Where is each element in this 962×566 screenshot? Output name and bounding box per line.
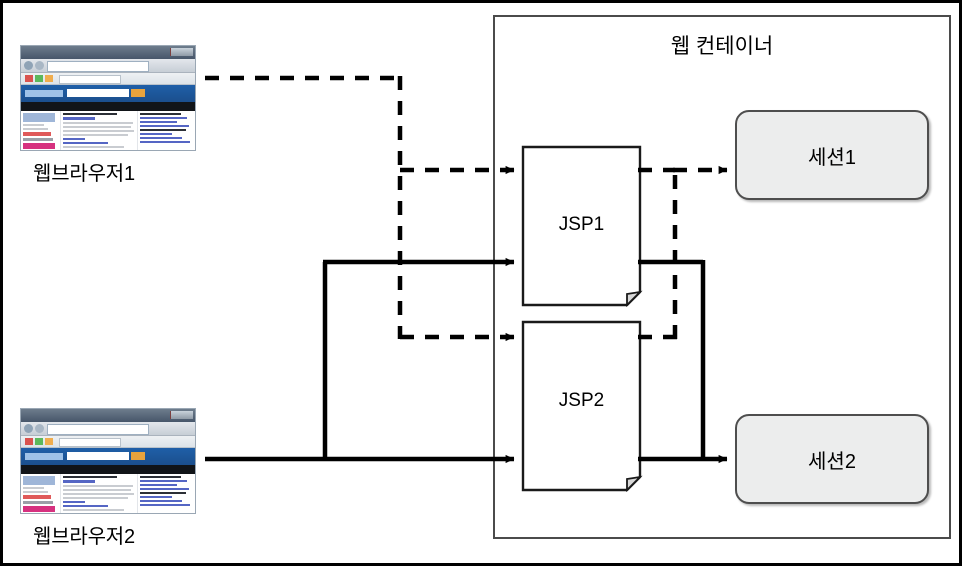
page-center-column bbox=[61, 474, 137, 513]
site-search-box bbox=[67, 452, 129, 460]
browser-url-bar bbox=[47, 61, 149, 72]
page-center-column bbox=[61, 111, 137, 150]
browser-navbar bbox=[21, 422, 195, 436]
site-logo bbox=[25, 453, 63, 460]
page-content bbox=[21, 111, 195, 150]
browser-titlebar bbox=[21, 409, 195, 422]
page-right-column bbox=[137, 111, 195, 150]
site-banner bbox=[21, 85, 195, 102]
bookmark-icon bbox=[59, 438, 121, 447]
site-search-button bbox=[131, 452, 145, 460]
browser-bookmarks-bar bbox=[21, 73, 195, 85]
bookmark-icon bbox=[25, 438, 33, 445]
site-nav-strip bbox=[21, 102, 195, 111]
site-search-box bbox=[67, 89, 129, 97]
session-label-2: 세션2 bbox=[808, 450, 856, 473]
bookmark-icon bbox=[25, 75, 33, 82]
jsp2-fold-corner bbox=[626, 475, 643, 493]
bookmark-icon bbox=[59, 75, 121, 84]
bookmark-icon bbox=[45, 75, 53, 82]
site-logo bbox=[25, 90, 63, 97]
bookmark-icon bbox=[45, 438, 53, 445]
browser-caption-1: 웹브라우저1 bbox=[33, 163, 135, 185]
site-search-button bbox=[131, 89, 145, 97]
forward-arrow-icon bbox=[35, 424, 44, 433]
browser-navbar bbox=[21, 59, 195, 73]
back-arrow-icon bbox=[24, 61, 33, 70]
forward-arrow-icon bbox=[35, 61, 44, 70]
site-nav-strip bbox=[21, 465, 195, 474]
back-arrow-icon bbox=[24, 424, 33, 433]
browser-url-bar bbox=[47, 424, 149, 435]
site-banner bbox=[21, 448, 195, 465]
jsp1-label: JSP1 bbox=[558, 214, 605, 235]
session-label-1: 세션1 bbox=[808, 146, 856, 169]
jsp1-fold-corner bbox=[626, 290, 643, 308]
browser-thumbnail-2 bbox=[20, 408, 196, 514]
bookmark-icon bbox=[35, 75, 43, 82]
browser-bookmarks-bar bbox=[21, 436, 195, 448]
page-left-column bbox=[21, 111, 61, 150]
page-right-column bbox=[137, 474, 195, 513]
web-container-box bbox=[493, 15, 951, 539]
web-container-label: 웹 컨테이너 bbox=[670, 35, 774, 58]
session-box-1: 세션1 bbox=[735, 110, 929, 200]
session-box-2: 세션2 bbox=[735, 414, 929, 504]
page-content bbox=[21, 474, 195, 513]
browser-thumbnail-1 bbox=[20, 45, 196, 151]
jsp2-label: JSP2 bbox=[558, 390, 605, 411]
browser-caption-2: 웹브라우저2 bbox=[33, 526, 135, 548]
bookmark-icon bbox=[35, 438, 43, 445]
page-left-column bbox=[21, 474, 61, 513]
browser-titlebar bbox=[21, 46, 195, 59]
